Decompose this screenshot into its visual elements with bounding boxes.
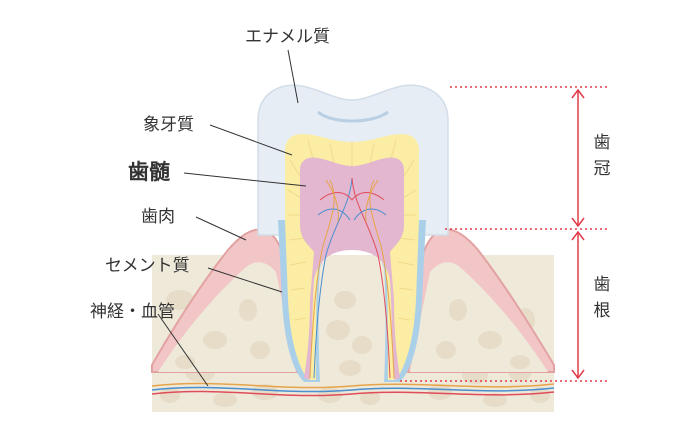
root-arrow [571, 230, 585, 380]
label-enamel: エナメル質 [245, 27, 330, 47]
crown-label-char2: 冠 [594, 159, 611, 179]
root-label-char2: 根 [594, 301, 611, 321]
label-cementum: セメント質 [105, 256, 190, 276]
crown-label-char1: 歯 [594, 133, 611, 153]
crown-arrow [571, 88, 585, 228]
section-guides [400, 86, 610, 382]
pulp-nerves [309, 177, 395, 379]
label-nerve-vessel: 神経・血管 [90, 302, 175, 322]
root-label-char1: 歯 [594, 275, 611, 295]
leader-lines [157, 49, 307, 387]
nerve-vessel-lines [151, 382, 555, 397]
pulp [300, 157, 404, 380]
label-dentin: 象牙質 [143, 115, 194, 135]
label-gum: 歯肉 [141, 207, 175, 227]
label-pulp: 歯髄 [128, 160, 170, 184]
